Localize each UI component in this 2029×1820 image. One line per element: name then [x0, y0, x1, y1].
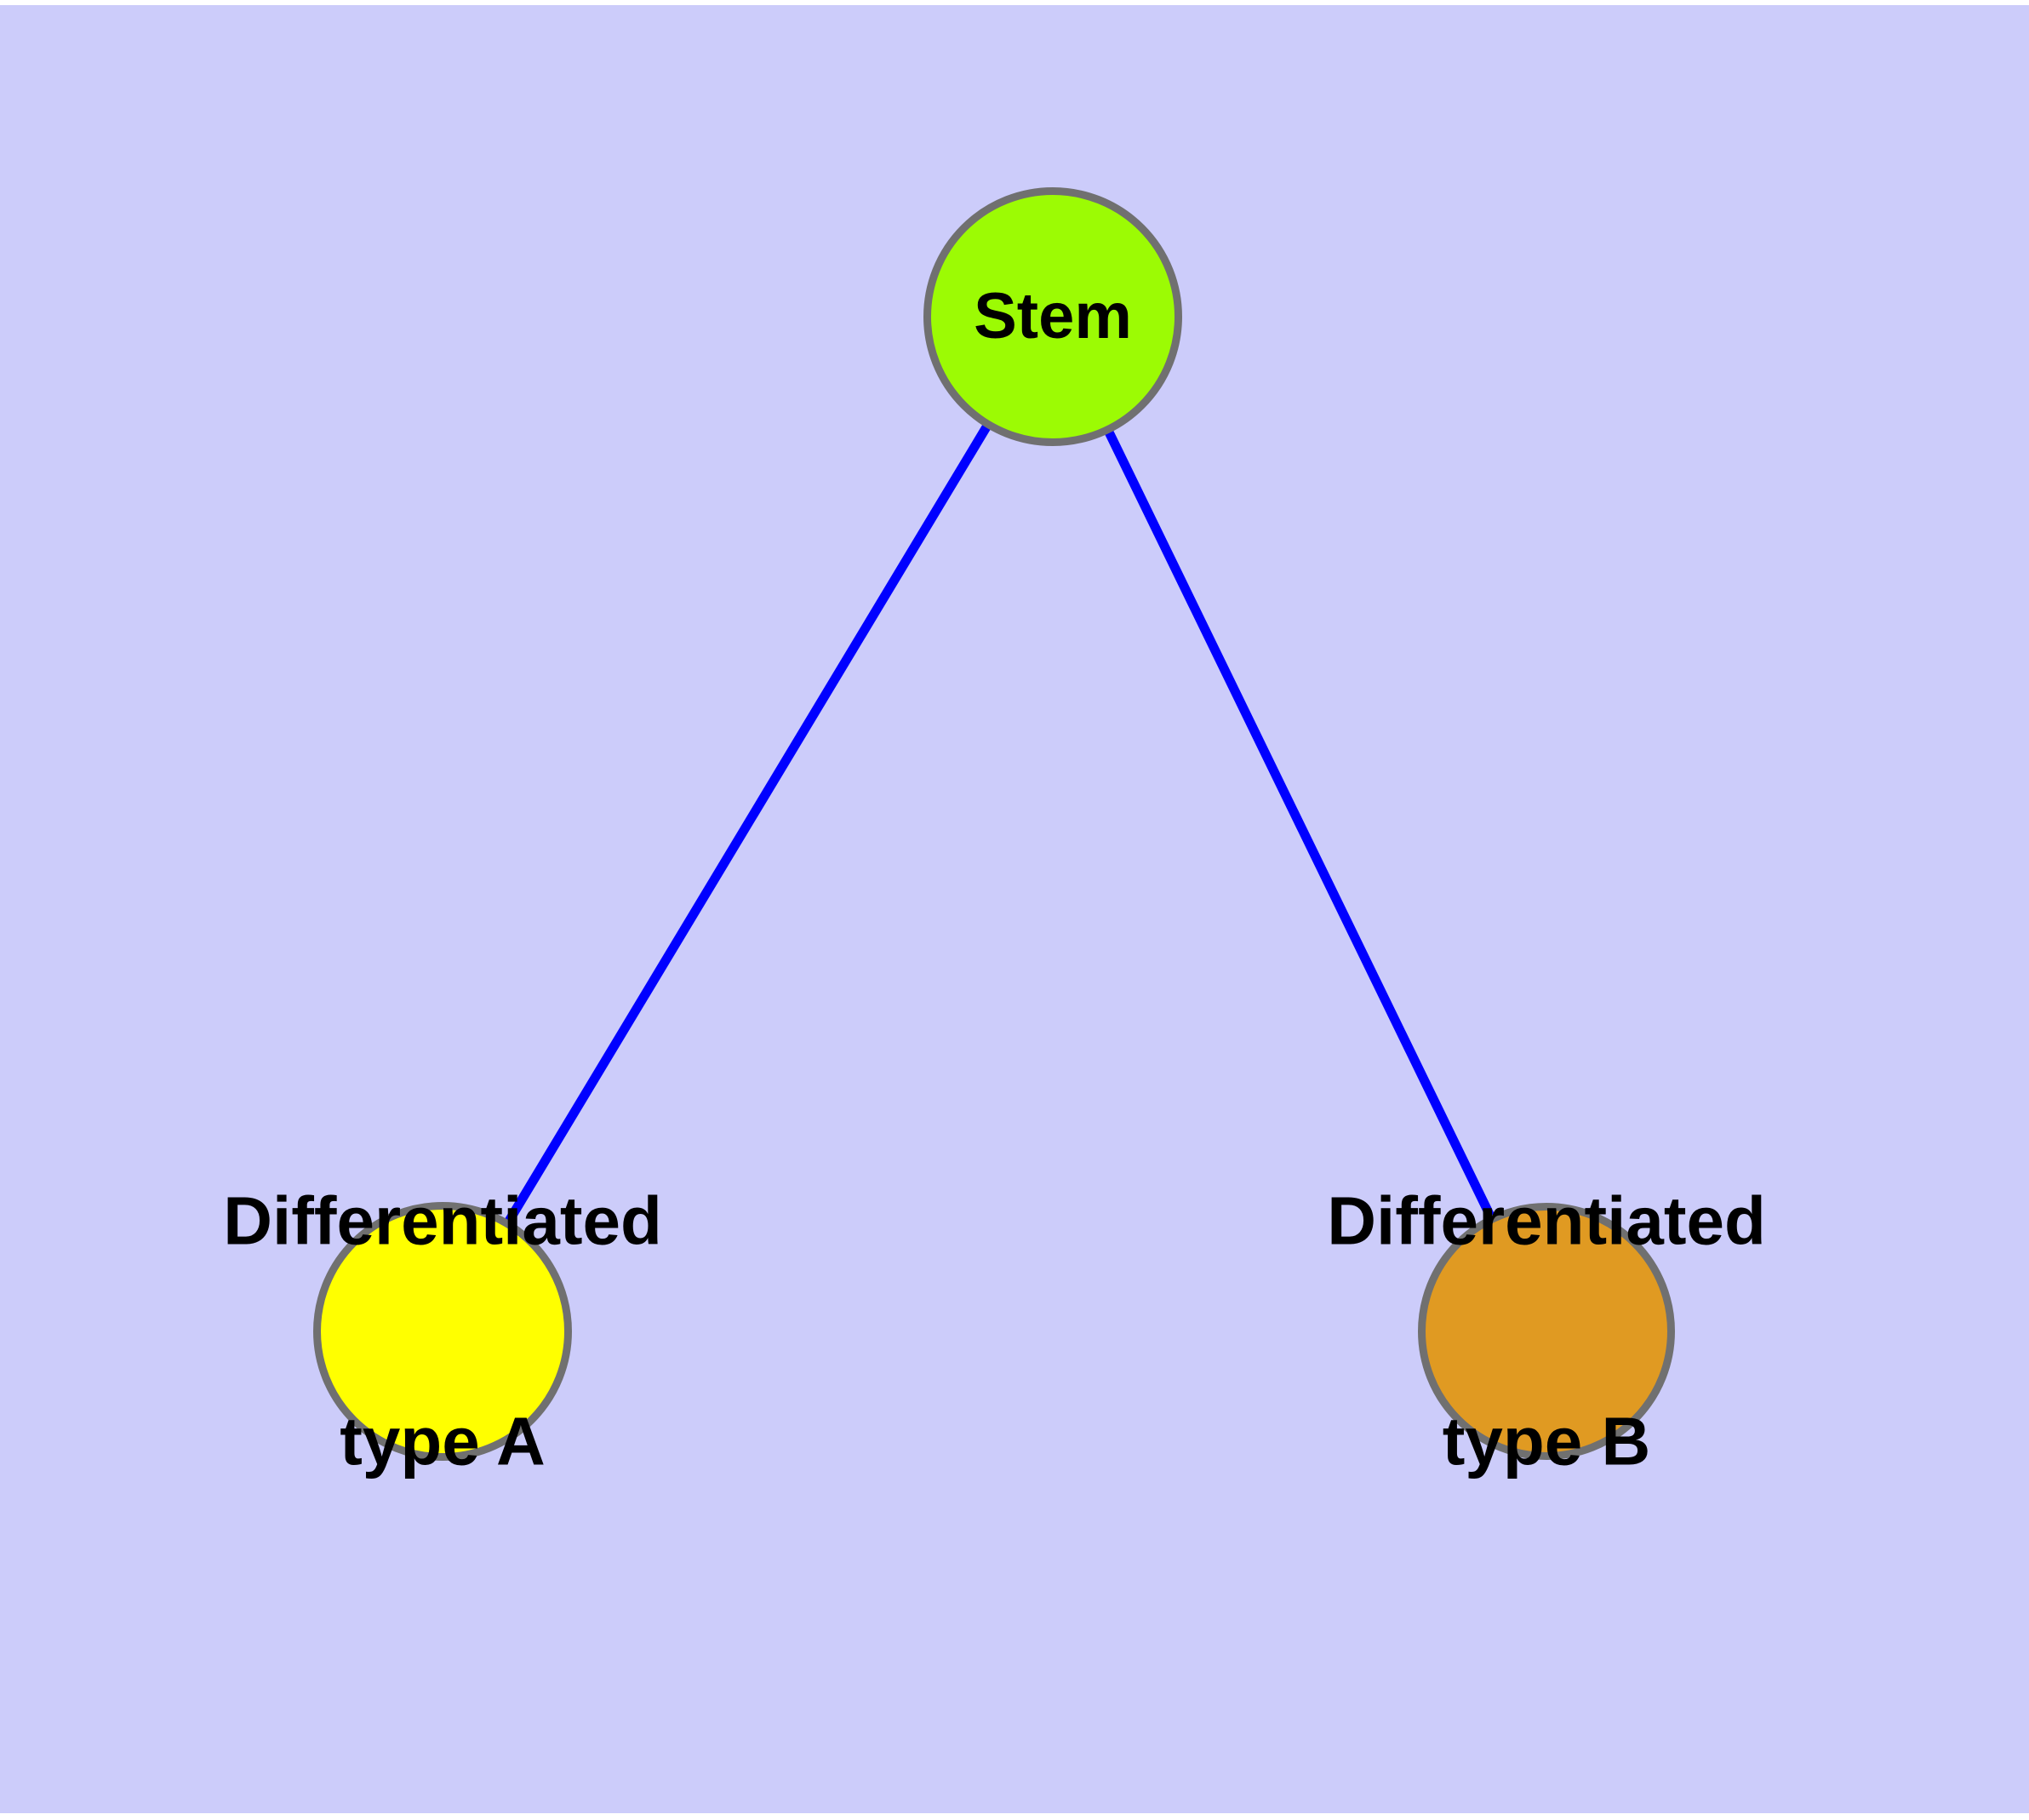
diagram-plot-area: Stem Differentiated type A Differentiate… — [0, 5, 2029, 1813]
node-stem[interactable] — [923, 187, 1182, 446]
edge-layer — [438, 314, 1551, 1334]
node-differentiated-type-a[interactable] — [313, 1202, 572, 1461]
node-differentiated-type-b[interactable] — [1418, 1203, 1675, 1460]
edge-stem-to-differentiated-type-b[interactable] — [1049, 314, 1551, 1334]
edge-stem-to-differentiated-type-a[interactable] — [438, 314, 1057, 1334]
node-layer — [313, 187, 1675, 1461]
cell-differentiation-graph — [313, 187, 1675, 1461]
